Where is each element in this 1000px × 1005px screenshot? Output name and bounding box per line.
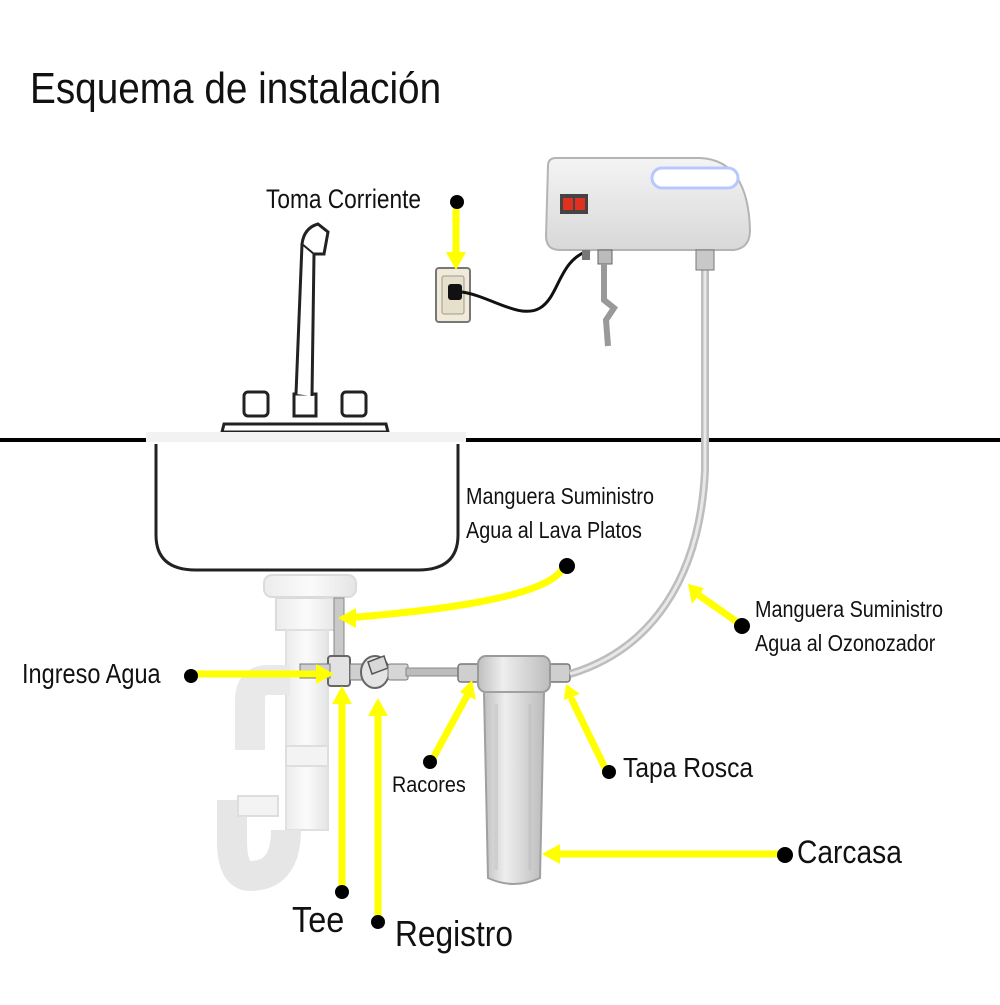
diagram-title: Esquema de instalación bbox=[30, 64, 442, 113]
arrow-tapa-rosca bbox=[568, 696, 610, 774]
dot-racores bbox=[423, 755, 437, 769]
dot-tee bbox=[335, 885, 349, 899]
label-tee: Tee bbox=[292, 899, 345, 940]
water-filter-icon bbox=[457, 655, 571, 885]
dot-registro bbox=[371, 915, 385, 929]
label-manguera-ozonozador-line1: Manguera Suministro bbox=[755, 596, 944, 622]
label-manguera-ozonozador: Manguera Suministro Agua al Ozonozador bbox=[755, 592, 943, 660]
p-trap-icon bbox=[217, 574, 357, 892]
dot-manguera-lavaplatos bbox=[559, 558, 575, 574]
dot-ingreso-agua bbox=[184, 669, 198, 683]
arrow-heads bbox=[316, 252, 704, 864]
arrow-manguera-lavaplatos bbox=[342, 566, 566, 622]
label-racores: Racores bbox=[392, 772, 466, 797]
faucet-icon bbox=[220, 222, 390, 434]
label-registro: Registro bbox=[395, 913, 513, 954]
ozonizer-device-icon bbox=[544, 157, 752, 347]
label-manguera-lavaplatos-line2: Agua al Lava Platos bbox=[466, 517, 642, 543]
label-manguera-lavaplatos-line1: Manguera Suministro bbox=[466, 483, 655, 509]
dot-tapa-rosca bbox=[602, 765, 616, 779]
dot-carcasa bbox=[777, 847, 793, 863]
arrow-racores bbox=[428, 690, 472, 764]
wall-outlet-icon bbox=[435, 248, 591, 323]
dot-toma-corriente bbox=[450, 195, 464, 209]
sink-basin-icon bbox=[146, 432, 466, 572]
label-ingreso-agua: Ingreso Agua bbox=[22, 658, 161, 689]
ozonizer-hose bbox=[568, 268, 709, 678]
label-manguera-lavaplatos: Manguera Suministro Agua al Lava Platos bbox=[466, 479, 654, 547]
annotation-dots bbox=[184, 195, 793, 929]
annotation-arrows bbox=[192, 206, 786, 922]
label-toma-corriente: Toma Corriente bbox=[266, 184, 422, 214]
dot-manguera-ozonozador bbox=[734, 618, 750, 634]
arrow-manguera-ozonozador bbox=[696, 592, 744, 628]
label-carcasa: Carcasa bbox=[797, 834, 902, 870]
label-manguera-ozonozador-line2: Agua al Ozonozador bbox=[755, 630, 936, 656]
label-tapa-rosca: Tapa Rosca bbox=[623, 752, 754, 783]
valve-icon bbox=[349, 655, 463, 689]
